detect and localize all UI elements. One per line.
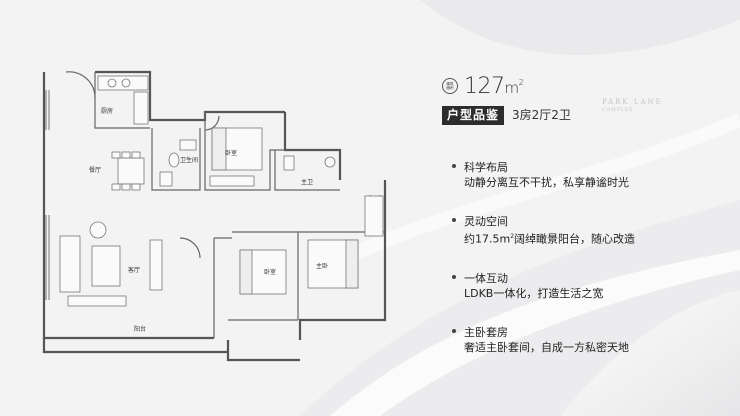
room-label-bedroom-bottom: 卧室 [264, 268, 276, 276]
room-label-balcony: 阳台 [134, 325, 146, 333]
area-value: 127m2 [464, 74, 524, 99]
feature-list: 科学布局 动静分离互不干扰，私享静谧时光 灵动空间 约17.5m2阔绰瞰景阳台，… [452, 160, 635, 379]
bottom-right-wall [226, 340, 300, 362]
area-badge: 建筑 面积 [442, 78, 458, 94]
brand-logo: PARK LANE COMPLEX [602, 98, 663, 113]
bath-wall [151, 128, 201, 191]
room-label-master-bath: 主卫 [301, 178, 313, 186]
section-tag: 户型品鉴 [442, 106, 504, 125]
room-label-kitchen: 厨房 [101, 107, 113, 115]
area-unit: m2 [504, 78, 524, 97]
feature-item: 灵动空间 约17.5m2阔绰瞰景阳台，随心改造 [452, 214, 635, 248]
layout-type: 3房2厅2卫 [512, 108, 571, 122]
room-label-bathroom: 卫生间 [180, 156, 198, 164]
right-top-wall [283, 112, 342, 180]
room-label-master-bedroom: 主卧 [316, 262, 328, 270]
master-bath-wall [274, 150, 340, 191]
balcony-rail [42, 338, 228, 354]
kitchen-wall [94, 72, 150, 129]
bullet-icon [452, 274, 456, 279]
door-arc [179, 237, 201, 259]
feature-item: 一体互动 LDKB一体化，打造生活之宽 [452, 271, 635, 302]
room-label-dining: 餐厅 [89, 166, 101, 174]
feature-item: 主卧套房 奢适主卧套间，自成一方私密天地 [452, 325, 635, 356]
door-arc [204, 115, 220, 131]
bullet-icon [452, 164, 456, 168]
floor-plan: 厨房 餐厅 卫生间 卧室 主卫 客厅 卧室 主卧 阳台 [42, 70, 387, 362]
top-wall [95, 70, 285, 122]
feature-desc: 约17.5m2阔绰瞰景阳台，随心改造 [464, 232, 636, 246]
right-wall [298, 180, 387, 340]
bullet-icon [452, 218, 456, 222]
feature-item: 科学布局 动静分离互不干扰，私享静谧时光 [452, 160, 635, 191]
bullet-icon [452, 328, 456, 333]
room-label-living: 客厅 [128, 266, 140, 274]
door-arc [65, 71, 96, 99]
room-label-bedroom-top: 卧室 [225, 149, 237, 157]
